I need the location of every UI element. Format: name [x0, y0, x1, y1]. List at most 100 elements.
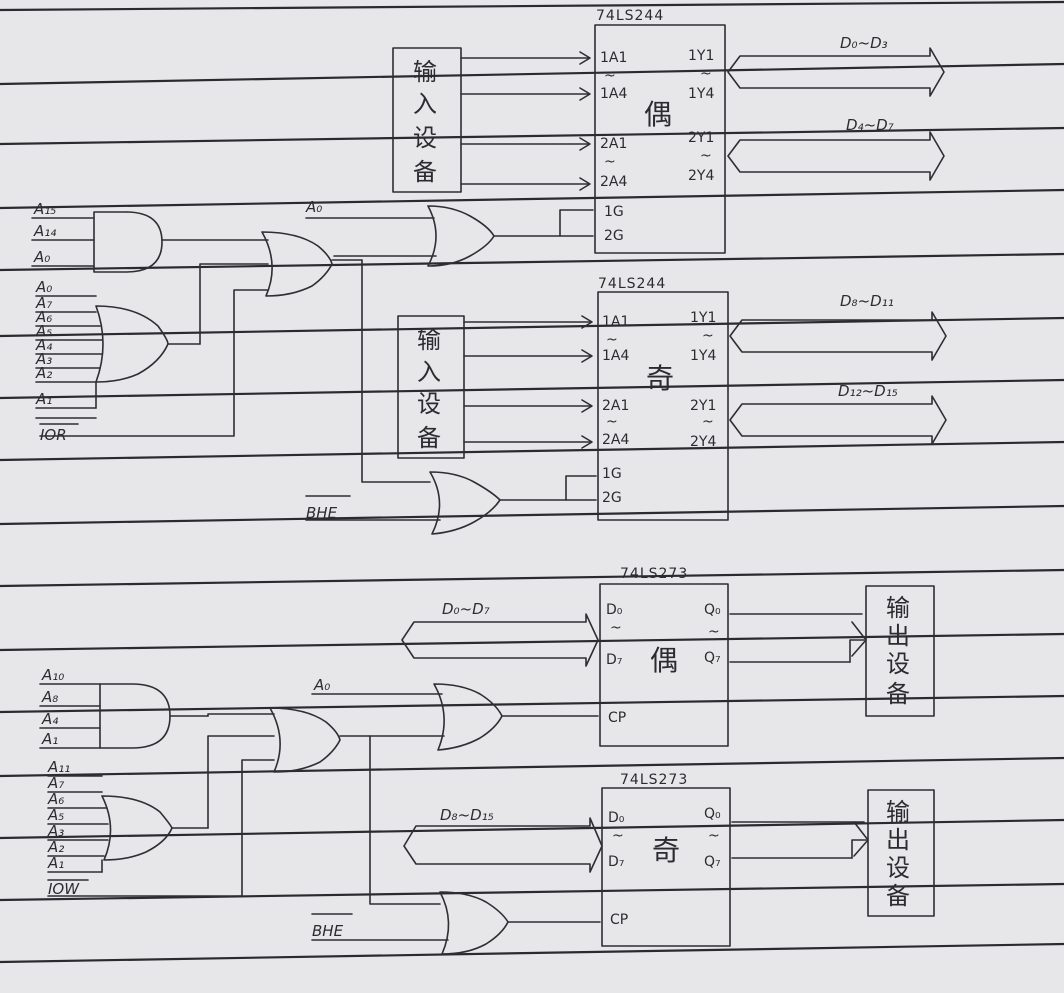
chip-part-label: 74LS273 — [620, 772, 688, 788]
svg-text:设: 设 — [886, 854, 910, 882]
svg-text:D₁₂~D₁₅: D₁₂~D₁₅ — [838, 382, 898, 400]
svg-text:~: ~ — [702, 414, 714, 430]
chip-part-label: 74LS273 — [620, 566, 688, 582]
svg-text:A₄: A₄ — [35, 336, 52, 354]
svg-text:A₁₅: A₁₅ — [33, 200, 56, 218]
chip-74ls244-even: 74LS244 1A1 ~ 1A4 2A1 ~ 2A4 1G 2G 1Y1 ~ … — [594, 8, 726, 254]
bus-d4-d7: D₄~D₇ — [727, 116, 945, 181]
or-gate-output-decode-2 — [269, 707, 441, 905]
svg-text:D₄~D₇: D₄~D₇ — [846, 116, 894, 134]
ior-label: IOR — [40, 426, 67, 444]
or-gate-output-decode-1: A₁₁ A₇ A₆ A₅ A₃ A₂ A₁ IOW — [47, 735, 275, 898]
svg-text:~: ~ — [702, 328, 714, 344]
svg-text:出: 出 — [886, 826, 910, 854]
svg-text:D₇: D₇ — [606, 652, 622, 668]
svg-text:A₁₀: A₁₀ — [41, 666, 64, 684]
bus-out-d8-d15: D₈~D₁₅ — [403, 806, 603, 873]
svg-text:1G: 1G — [602, 466, 622, 482]
svg-text:Q₇: Q₇ — [704, 650, 721, 666]
svg-text:A₃: A₃ — [47, 822, 64, 840]
svg-text:2Y1: 2Y1 — [690, 398, 716, 414]
chip-center-label: 奇 — [652, 834, 680, 867]
svg-text:~: ~ — [610, 620, 622, 636]
svg-text:D₀: D₀ — [608, 810, 625, 826]
svg-text:A₂: A₂ — [47, 838, 64, 856]
svg-text:备: 备 — [886, 882, 910, 910]
or-gate-out-even-clock: A₀ — [311, 676, 599, 751]
or-gate-even-enable: A₀ — [305, 198, 594, 267]
svg-text:A₃: A₃ — [35, 350, 52, 368]
bus-out-d0-d7: D₀~D₇ — [401, 600, 599, 667]
svg-text:D₇: D₇ — [608, 854, 624, 870]
chip-74ls273-odd: 74LS273 D₀ ~ D₇ Q₀ ~ Q₇ CP 奇 — [601, 772, 731, 947]
pin-label: ~ — [700, 148, 712, 164]
clock-pin: CP — [610, 912, 628, 928]
svg-text:A₁: A₁ — [41, 730, 58, 748]
svg-text:入: 入 — [417, 358, 441, 386]
and-gate-output-decode: A₁₀ A₈ A₄ A₁ — [39, 666, 275, 749]
svg-text:A₄: A₄ — [41, 710, 58, 728]
chip-center-label: 偶 — [644, 98, 672, 131]
svg-text:1Y1: 1Y1 — [690, 310, 716, 326]
output-device-bottom: 输 出 设 备 — [731, 789, 935, 917]
pin-label: 1Y1 — [688, 48, 714, 64]
device-char: 输 — [413, 58, 437, 86]
ruled-lines — [0, 0, 1064, 964]
svg-text:~: ~ — [606, 414, 618, 430]
pin-label: 2A4 — [600, 174, 627, 190]
svg-text:Q₀: Q₀ — [704, 602, 721, 618]
iow-label: IOW — [48, 880, 80, 898]
svg-text:A₁: A₁ — [35, 390, 52, 408]
chip-part-label: 74LS244 — [598, 276, 666, 292]
pin-label: 2Y4 — [688, 168, 714, 184]
or-gate-out-odd-clock: BHE — [311, 891, 601, 955]
or-gate-odd-enable: BHE — [305, 471, 597, 535]
svg-text:Q₀: Q₀ — [704, 806, 721, 822]
svg-text:2A1: 2A1 — [602, 398, 629, 414]
bhe-label: BHE — [312, 922, 344, 940]
a0-label: A₀ — [305, 198, 322, 216]
svg-text:A₆: A₆ — [35, 308, 52, 326]
svg-text:输: 输 — [886, 594, 910, 622]
pin-label: ~ — [604, 154, 616, 170]
clock-pin: CP — [608, 710, 626, 726]
svg-text:1A4: 1A4 — [602, 348, 629, 364]
bus-d8-d11: D₈~D₁₁ — [729, 292, 947, 361]
svg-text:~: ~ — [708, 828, 720, 844]
svg-text:Q₇: Q₇ — [704, 854, 721, 870]
or-gate-input-decode-2 — [261, 231, 431, 483]
svg-text:1A1: 1A1 — [602, 314, 629, 330]
device-char: 入 — [413, 90, 437, 118]
device-char: 备 — [413, 158, 437, 186]
svg-text:D₀~D₃: D₀~D₃ — [840, 34, 888, 52]
svg-text:D₈~D₁₁: D₈~D₁₁ — [840, 292, 894, 310]
svg-text:设: 设 — [886, 650, 910, 678]
svg-text:A₇: A₇ — [35, 294, 52, 312]
svg-text:~: ~ — [612, 828, 624, 844]
chip-74ls244-odd: 74LS244 1A1 ~ 1A4 2A1 ~ 2A4 1G 2G 1Y1 ~ … — [597, 276, 729, 521]
svg-text:~: ~ — [606, 332, 618, 348]
pin-label: ~ — [700, 66, 712, 82]
svg-text:~: ~ — [708, 624, 720, 640]
svg-text:D₀~D₇: D₀~D₇ — [442, 600, 490, 618]
pin-label: 2A1 — [600, 136, 627, 152]
or-gate-input-decode-1: A₀ A₇ A₆ A₅ A₄ A₃ A₂ A₁ IOR — [35, 263, 269, 444]
svg-text:出: 出 — [886, 622, 910, 650]
pin-label: 2G — [604, 228, 624, 244]
svg-text:2G: 2G — [602, 490, 622, 506]
svg-text:A₇: A₇ — [47, 774, 64, 792]
svg-text:设: 设 — [417, 390, 441, 418]
a0-label: A₀ — [313, 676, 330, 694]
input-device-bottom: 输 入 设 备 — [397, 315, 593, 459]
svg-text:A₁₄: A₁₄ — [33, 222, 56, 240]
svg-text:输: 输 — [886, 798, 910, 826]
pin-label: 2Y1 — [688, 130, 714, 146]
pin-label: 1A4 — [600, 86, 627, 102]
pin-label: 1G — [604, 204, 624, 220]
svg-text:1Y4: 1Y4 — [690, 348, 716, 364]
svg-text:备: 备 — [417, 424, 441, 452]
svg-text:A₀: A₀ — [35, 278, 52, 296]
svg-text:A₈: A₈ — [41, 688, 58, 706]
svg-text:备: 备 — [886, 680, 910, 708]
